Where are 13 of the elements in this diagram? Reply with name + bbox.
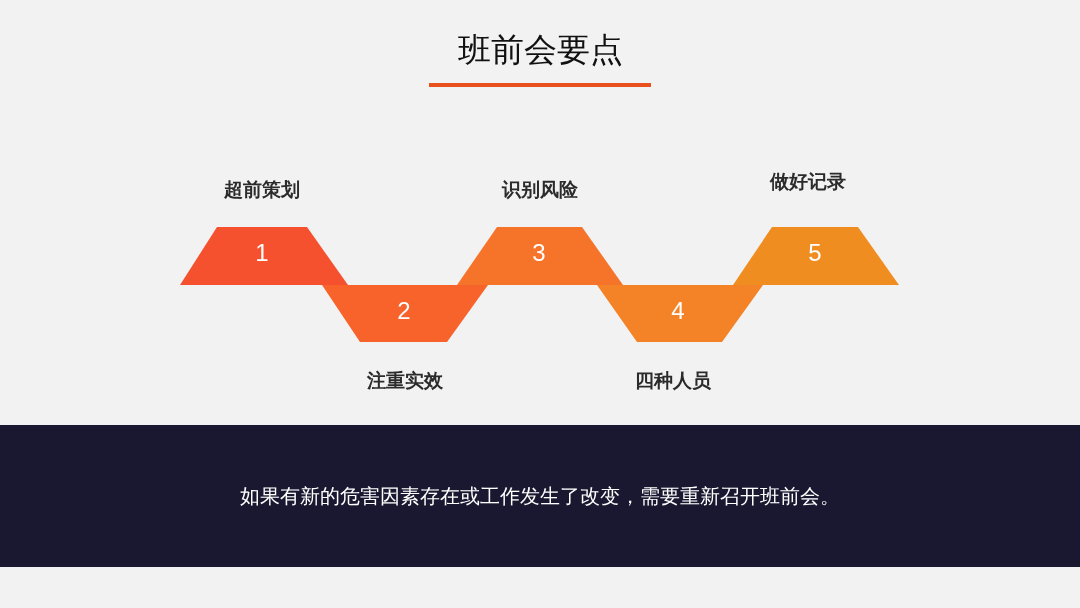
footer-band bbox=[0, 425, 1080, 567]
step-label: 识别风险 bbox=[502, 178, 578, 202]
step-label: 注重实效 bbox=[367, 369, 443, 393]
step-label: 超前策划 bbox=[224, 178, 300, 202]
note-text: 如果有新的危害因素存在或工作发生了改变，需要重新召开班前会。 bbox=[240, 484, 840, 509]
step-number: 4 bbox=[671, 297, 685, 325]
step-label: 做好记录 bbox=[770, 170, 846, 194]
title: 班前会要点 bbox=[457, 31, 623, 68]
step-number: 2 bbox=[397, 297, 411, 325]
step-number: 1 bbox=[255, 239, 269, 267]
step-number: 3 bbox=[532, 239, 546, 267]
step-number: 5 bbox=[808, 239, 822, 267]
step-label: 四种人员 bbox=[635, 369, 711, 393]
